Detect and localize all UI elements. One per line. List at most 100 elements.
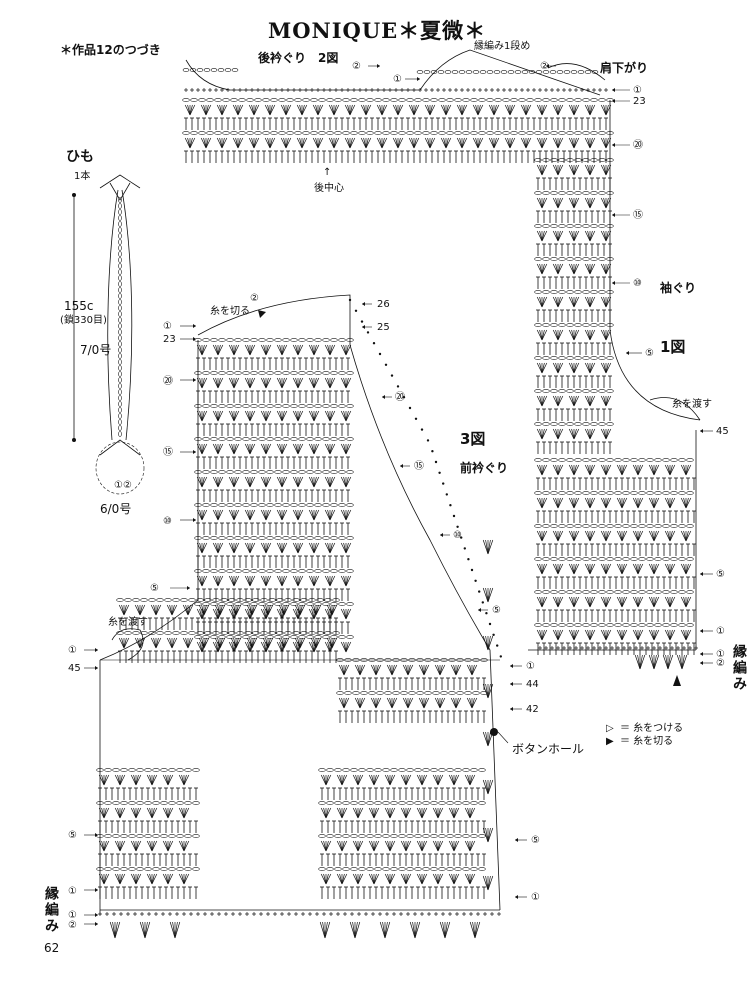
front-body-stitch bbox=[233, 344, 237, 356]
back-body-stitch bbox=[541, 104, 548, 116]
back-body-stitch bbox=[422, 131, 430, 135]
side-body-stitch bbox=[573, 629, 577, 641]
hem-stitch bbox=[325, 807, 332, 819]
front-band-stitch bbox=[423, 697, 430, 709]
side-body-stitch bbox=[536, 530, 543, 542]
front-band-stitch bbox=[471, 664, 478, 676]
front-body-stitch bbox=[297, 575, 304, 587]
back-body-stitch bbox=[262, 131, 270, 135]
back-body-stitch bbox=[379, 104, 383, 116]
back-body-stitch bbox=[397, 137, 401, 149]
hem-stitch bbox=[437, 774, 444, 786]
front-body-stitch bbox=[249, 443, 256, 455]
back-body-stitch bbox=[342, 131, 350, 135]
front-body-stitch bbox=[282, 635, 290, 639]
neck-chain bbox=[458, 70, 466, 74]
back-body-stitch bbox=[472, 137, 479, 149]
front-lower-stitch bbox=[244, 598, 252, 602]
hem-stitch bbox=[368, 873, 375, 885]
armhole-stitch bbox=[550, 389, 558, 393]
side-body-stitch bbox=[557, 464, 564, 476]
front-lower-stitch bbox=[212, 598, 220, 602]
hem-stitch bbox=[467, 807, 471, 819]
front-body-stitch bbox=[345, 608, 349, 620]
back-body-stitch bbox=[589, 137, 596, 149]
side-body-stitch bbox=[598, 491, 606, 495]
front-body-stitch bbox=[282, 437, 290, 441]
front-body-stitch bbox=[260, 476, 267, 488]
front-body-stitch bbox=[308, 608, 315, 620]
hem-stitch bbox=[133, 807, 137, 819]
hem-stitch bbox=[103, 774, 107, 786]
armhole-stitch bbox=[603, 395, 607, 407]
front-body-stitch bbox=[327, 542, 331, 554]
front-body-stitch bbox=[281, 575, 285, 587]
front-body-stitch bbox=[298, 404, 306, 408]
armhole-stitch bbox=[587, 197, 591, 209]
armhole-stitch bbox=[573, 296, 580, 308]
hem-stitch bbox=[467, 774, 471, 786]
neck-chain bbox=[507, 70, 515, 74]
back-body-stitch bbox=[590, 98, 598, 102]
front-body-stitch bbox=[249, 443, 253, 455]
armhole-stitch bbox=[605, 329, 609, 341]
front-lower-stitch bbox=[201, 604, 205, 616]
side-body-stitch bbox=[541, 497, 548, 509]
front-body-stitch bbox=[292, 509, 299, 521]
front-body-stitch bbox=[210, 602, 218, 606]
hem-stitch bbox=[438, 801, 446, 805]
back-body-stitch bbox=[189, 104, 196, 116]
front-body-stitch bbox=[281, 509, 285, 521]
side-body-stitch bbox=[555, 596, 559, 608]
back-body-stitch bbox=[299, 137, 303, 149]
armhole-stitch bbox=[573, 362, 577, 374]
hem-stitch bbox=[144, 867, 152, 871]
front-lower-stitch bbox=[156, 631, 164, 635]
armhole-stitch bbox=[589, 197, 596, 209]
hem-stitch bbox=[469, 807, 473, 819]
front-body-stitch bbox=[279, 542, 283, 554]
front-lower-stitch bbox=[315, 637, 319, 649]
side-body-stitch bbox=[664, 530, 671, 542]
neck-edge-stitch bbox=[449, 504, 452, 507]
back-body-stitch bbox=[280, 137, 287, 149]
front-lower-stitch bbox=[220, 631, 228, 635]
front-body-stitch bbox=[260, 344, 267, 356]
cord-chain bbox=[118, 263, 122, 269]
armhole-stitch bbox=[573, 362, 580, 374]
front-body-stitch bbox=[282, 404, 290, 408]
side-body-stitch bbox=[685, 530, 689, 542]
front-body-stitch bbox=[343, 575, 347, 587]
front-lower-stitch bbox=[276, 631, 284, 635]
side-body-stitch bbox=[587, 497, 591, 509]
side-body-stitch bbox=[573, 629, 580, 641]
edging-fan bbox=[139, 921, 146, 939]
front-band-stitch bbox=[437, 697, 441, 709]
armhole-stitch bbox=[571, 197, 575, 209]
front-body-stitch bbox=[322, 536, 330, 540]
front-body-stitch bbox=[340, 542, 347, 554]
side-body-stitch bbox=[603, 596, 607, 608]
front-body-stitch bbox=[194, 635, 202, 639]
armhole-stitch bbox=[557, 329, 561, 341]
back-body-stitch bbox=[541, 104, 545, 116]
back-body-stitch bbox=[334, 131, 342, 135]
side-body-stitch bbox=[598, 623, 606, 627]
cord-chain bbox=[118, 245, 122, 251]
front-lower-stitch bbox=[329, 637, 333, 649]
hem-stitch bbox=[98, 840, 105, 852]
front-body-stitch bbox=[329, 476, 336, 488]
front-body-stitch bbox=[201, 443, 205, 455]
front-body-stitch bbox=[249, 542, 256, 554]
armhole-stitch bbox=[534, 257, 542, 261]
hem-stitch bbox=[374, 801, 382, 805]
front-lower-stitch bbox=[118, 604, 125, 616]
hem-stitch bbox=[130, 873, 137, 885]
front-body-stitch bbox=[329, 377, 336, 389]
front-body-stitch bbox=[218, 569, 226, 573]
front-body-stitch bbox=[290, 404, 298, 408]
side-body-stitch bbox=[534, 623, 542, 627]
front-lower-stitch bbox=[214, 604, 221, 616]
back-body-stitch bbox=[349, 104, 353, 116]
front-lower-stitch bbox=[169, 604, 173, 616]
